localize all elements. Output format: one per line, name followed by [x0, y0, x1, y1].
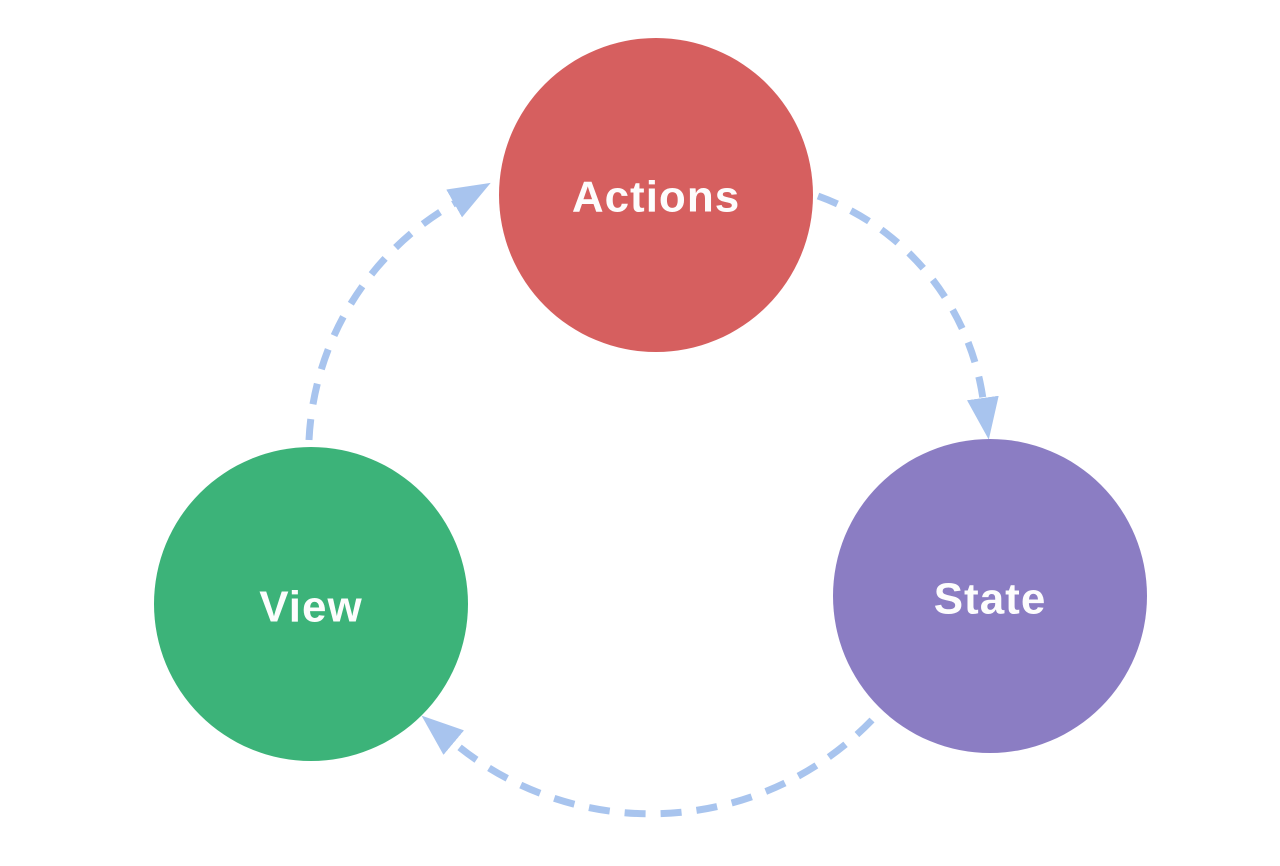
node-label-actions: Actions: [572, 173, 740, 222]
node-state: State: [833, 439, 1147, 753]
edge-actions-to-state: [816, 192, 999, 440]
node-circle-state: [833, 439, 1147, 753]
node-circle-actions: [499, 38, 813, 352]
node-label-view: View: [259, 583, 362, 632]
node-actions: Actions: [499, 38, 813, 352]
node-label-state: State: [934, 575, 1047, 624]
node-circle-view: [154, 447, 468, 761]
edge-view-to-actions: [305, 182, 491, 441]
node-view: View: [154, 447, 468, 761]
edge-state-to-view: [421, 715, 875, 818]
